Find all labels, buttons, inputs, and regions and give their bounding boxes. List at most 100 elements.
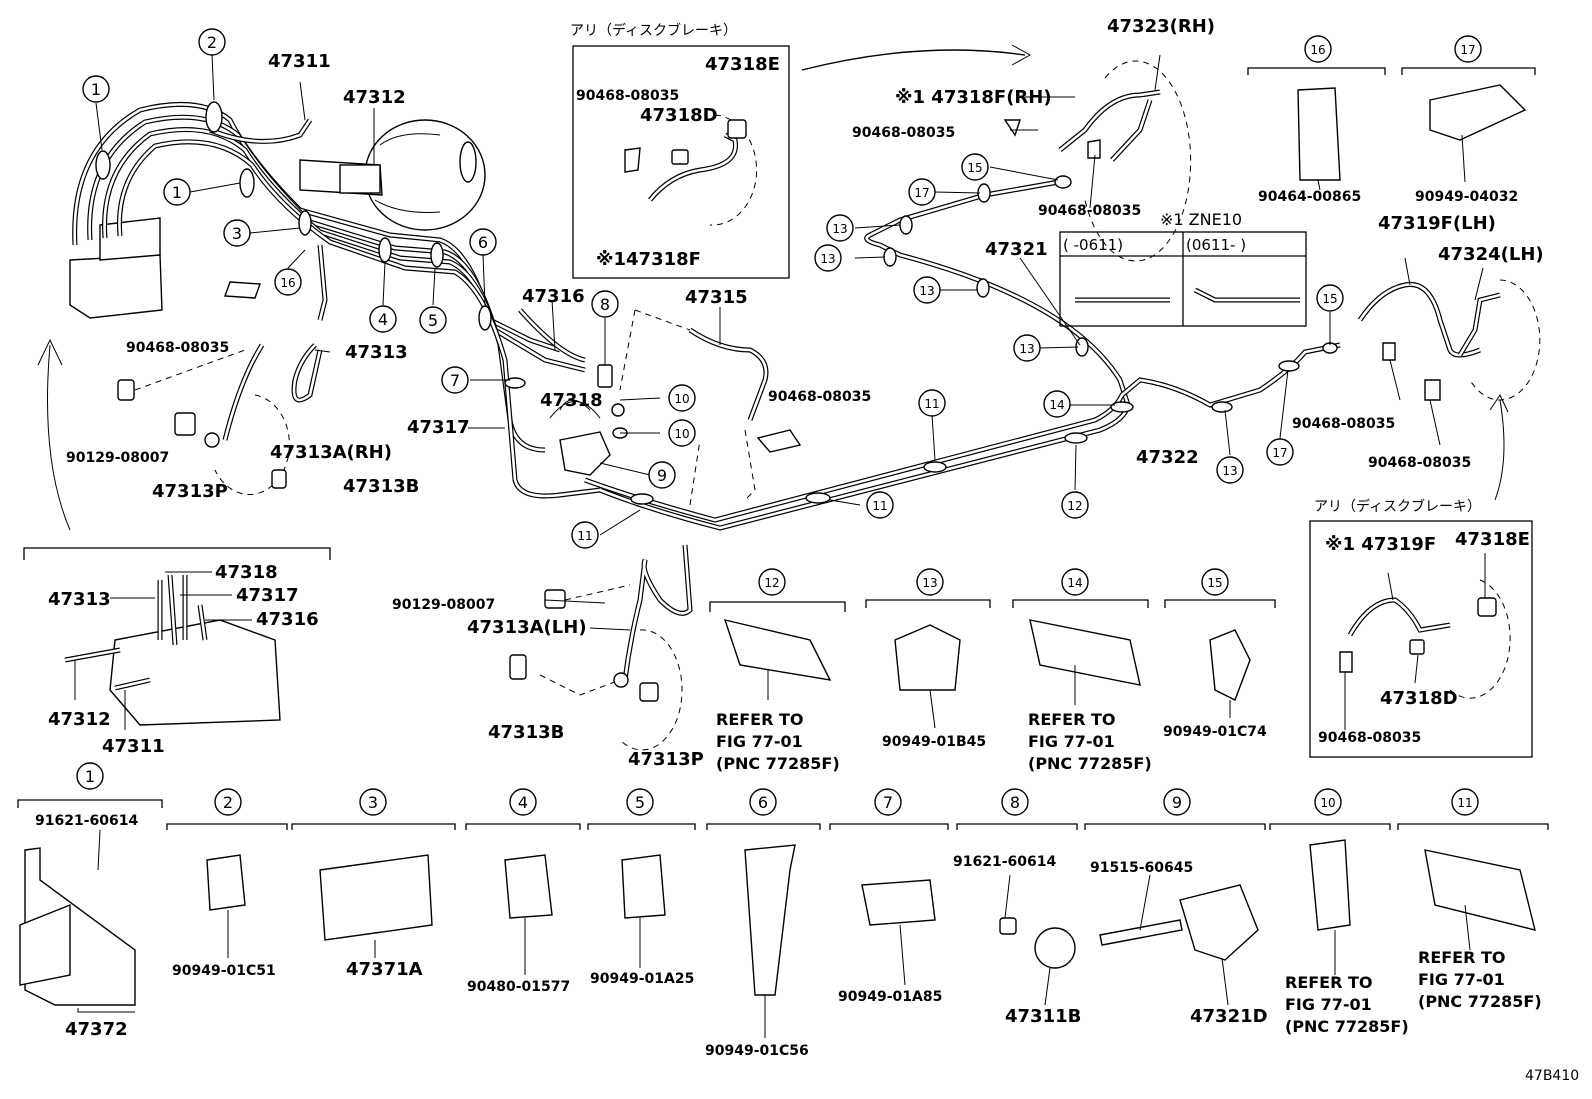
refer-line-1: REFER TO <box>1028 710 1116 729</box>
label-47317: 47317 <box>407 417 470 438</box>
callout-label: 14 <box>1067 576 1082 590</box>
callout-label: 13 <box>922 576 937 590</box>
refer-line-3: (PNC 77285F) <box>1418 992 1542 1011</box>
callout-17 <box>908 178 936 206</box>
label-47312: 47312 <box>343 87 406 108</box>
callout-label: 5 <box>635 793 645 812</box>
zne10-hose-table <box>1059 231 1307 327</box>
callout-label: 7 <box>450 371 460 390</box>
refer-line-1: REFER TO <box>1418 948 1506 967</box>
callout-label: 13 <box>820 252 835 266</box>
callout-label: 2 <box>207 33 217 52</box>
callout-label: 6 <box>478 233 488 252</box>
callout-label: 3 <box>232 224 242 243</box>
callout-2 <box>214 788 242 816</box>
callout-10 <box>1314 788 1342 816</box>
label-47311: 47311 <box>102 736 165 757</box>
disc-brake-note: アリ（ディスクブレーキ） <box>570 22 737 39</box>
label-47311: 47311 <box>268 51 331 72</box>
callout-13 <box>826 214 854 242</box>
refer-line-1: REFER TO <box>1285 973 1373 992</box>
label-90468-08035: 90468-08035 <box>126 340 229 356</box>
bottom-parts-row <box>17 799 1549 1006</box>
callout-label: 15 <box>1207 576 1222 590</box>
callout-label: 4 <box>518 793 528 812</box>
label-47318D: 47318D <box>640 105 718 126</box>
label-90468-08035: 90468-08035 <box>768 389 871 405</box>
callout-label: 11 <box>872 499 887 513</box>
junction-detail-inset <box>23 338 331 726</box>
rear-brake-lines <box>518 175 1341 531</box>
label-91515-60645: 91515-60645 <box>1090 860 1193 876</box>
callout-label: 13 <box>919 284 934 298</box>
callout-circles: 1 2 1 3 16 4 5 6 8 7 10 10 9 11 11 11 12… <box>76 28 1482 816</box>
label-90949-01C74: 90949-01C74 <box>1163 724 1267 740</box>
label-90468-08035: 90468-08035 <box>1318 730 1421 746</box>
callout-17 <box>1454 35 1482 63</box>
refer-line-3: (PNC 77285F) <box>1028 754 1152 773</box>
label-47321: 47321 <box>985 239 1048 260</box>
label-47311B: 47311B <box>1005 1006 1081 1027</box>
label-47313A-RH: 47313A(RH) <box>270 442 392 463</box>
callout-label: 13 <box>832 222 847 236</box>
label-47317: 47317 <box>236 585 299 606</box>
label-47316: 47316 <box>522 286 585 307</box>
label-47313B: 47313B <box>343 476 419 497</box>
callout-13 <box>913 276 941 304</box>
label-47322: 47322 <box>1136 447 1199 468</box>
callout-11 <box>571 521 599 549</box>
callout-13 <box>814 244 842 272</box>
callout-label: 17 <box>1272 446 1287 460</box>
label-47318: 47318 <box>215 562 278 583</box>
callout-label: 4 <box>378 310 388 329</box>
callout-11 <box>1451 788 1479 816</box>
label-47318D: 47318D <box>1380 688 1458 709</box>
label-90464-00865: 90464-00865 <box>1258 189 1361 205</box>
callout-13 <box>1216 456 1244 484</box>
clamp-parts-row-middle <box>709 67 1536 701</box>
front-left-hose-assembly <box>509 544 693 751</box>
callout-2 <box>198 28 226 56</box>
callout-label: 8 <box>600 295 610 314</box>
label-90480-01577: 90480-01577 <box>467 979 570 995</box>
callout-label: 11 <box>577 529 592 543</box>
callout-label: 2 <box>223 793 233 812</box>
label-47318F-RH: ※1 47318F(RH) <box>895 87 1052 108</box>
label-47371A: 47371A <box>346 959 423 980</box>
callout-5 <box>419 306 447 334</box>
callout-label: 14 <box>1049 398 1064 412</box>
disc-brake-note: アリ（ディスクブレーキ） <box>1314 498 1481 515</box>
label-90468-08035: 90468-08035 <box>576 88 679 104</box>
callout-13 <box>1013 334 1041 362</box>
label-47313A-LH: 47313A(LH) <box>467 617 587 638</box>
callout-label: 12 <box>764 576 779 590</box>
callout-14 <box>1061 568 1089 596</box>
callout-label: 7 <box>883 793 893 812</box>
zne10-col1: ( -0611) <box>1063 236 1123 254</box>
callout-3 <box>359 788 387 816</box>
callout-label: 16 <box>280 276 295 290</box>
label-47313B: 47313B <box>488 722 564 743</box>
callout-15 <box>1316 284 1344 312</box>
callout-label: 6 <box>758 793 768 812</box>
label-47318E: 47318E <box>1455 529 1530 550</box>
callout-label: 10 <box>1320 796 1335 810</box>
refer-line-2: FIG 77-01 <box>716 732 803 751</box>
label-90129-08007: 90129-08007 <box>392 597 495 613</box>
label-47313: 47313 <box>48 589 111 610</box>
callout-4 <box>509 788 537 816</box>
callout-label: 1 <box>85 767 95 786</box>
callout-12 <box>1061 491 1089 519</box>
master-cylinder-assembly <box>69 101 601 499</box>
zne10-col2: (0611- ) <box>1186 236 1246 254</box>
callout-label: 10 <box>674 392 689 406</box>
refer-line-3: (PNC 77285F) <box>1285 1017 1409 1036</box>
label-91621-60614: 91621-60614 <box>953 854 1056 870</box>
callout-1 <box>82 75 110 103</box>
callout-label: 1 <box>172 183 182 202</box>
label-90949-01A85: 90949-01A85 <box>838 989 942 1005</box>
callout-15 <box>1201 568 1229 596</box>
callout-15 <box>961 153 989 181</box>
label-90468-08035: 90468-08035 <box>1368 455 1471 471</box>
label-90468-08035: 90468-08035 <box>852 125 955 141</box>
